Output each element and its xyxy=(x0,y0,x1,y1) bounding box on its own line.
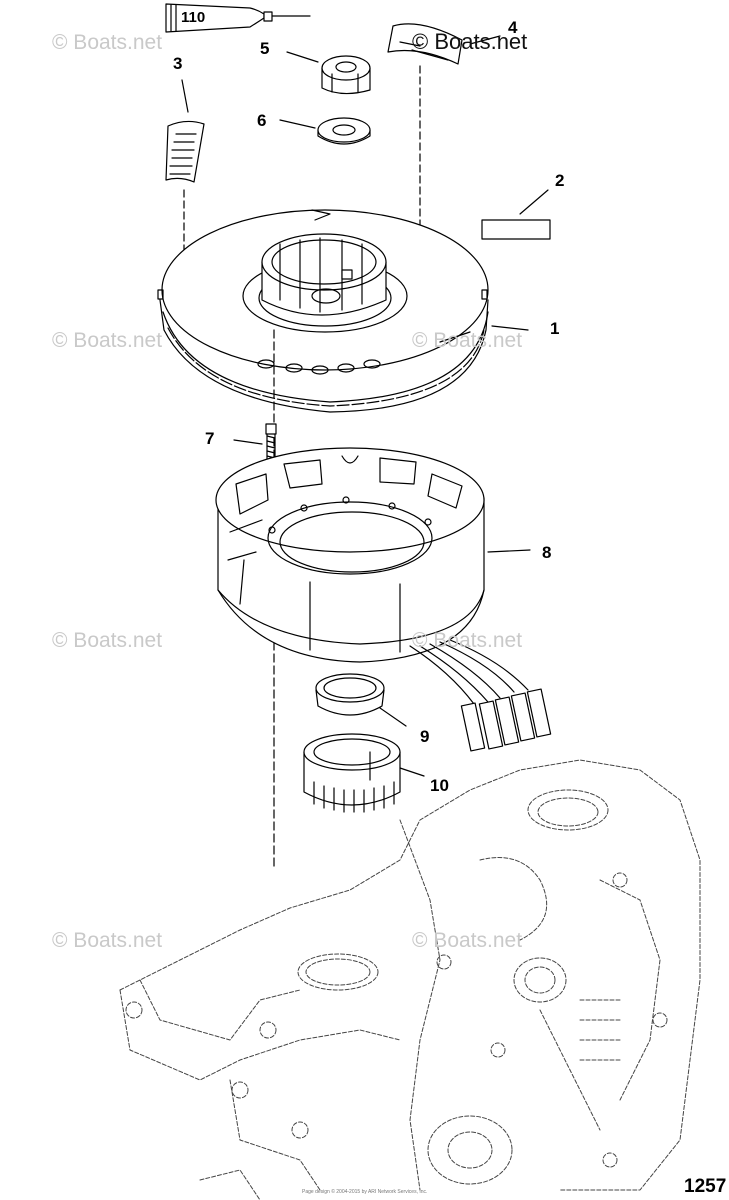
callout-5: 5 xyxy=(260,39,270,58)
seal-ring-part-9 xyxy=(315,673,407,727)
watermark: © Boats.net xyxy=(52,329,163,352)
callout-6: 6 xyxy=(257,111,267,130)
sealant-tube-part-110 xyxy=(165,3,311,33)
callout-9: 9 xyxy=(420,727,430,746)
callout-8: 8 xyxy=(542,543,552,562)
callout-3: 3 xyxy=(173,54,183,73)
callout-110: 110 xyxy=(181,9,206,26)
ring-gear-part-10 xyxy=(303,733,425,813)
stator-part-8 xyxy=(215,447,552,752)
callout-4: 4 xyxy=(508,18,518,37)
callout-1: 1 xyxy=(550,319,560,338)
watermark: © Boats.net xyxy=(52,31,163,54)
callout-10: 10 xyxy=(430,776,449,795)
engine-block-phantom xyxy=(119,759,701,1200)
flywheel-part-1 xyxy=(157,209,529,871)
watermark: © Boats.net xyxy=(412,629,523,652)
flywheel-nut-part-5 xyxy=(286,51,371,95)
footer-note: Page design © 2004-2015 by ARI Network S… xyxy=(302,1189,428,1195)
watermark: © Boats.net xyxy=(412,329,523,352)
watermark: © Boats.net xyxy=(412,929,523,952)
callout-7: 7 xyxy=(205,429,215,448)
page-number: 1257 xyxy=(684,1176,727,1197)
washer-part-6 xyxy=(279,117,371,145)
watermark: © Boats.net xyxy=(412,29,528,54)
callout-2: 2 xyxy=(555,171,565,190)
watermark: © Boats.net xyxy=(52,629,163,652)
screw-part-7 xyxy=(233,423,277,463)
part-2 xyxy=(481,189,551,240)
watermark: © Boats.net xyxy=(52,929,163,952)
